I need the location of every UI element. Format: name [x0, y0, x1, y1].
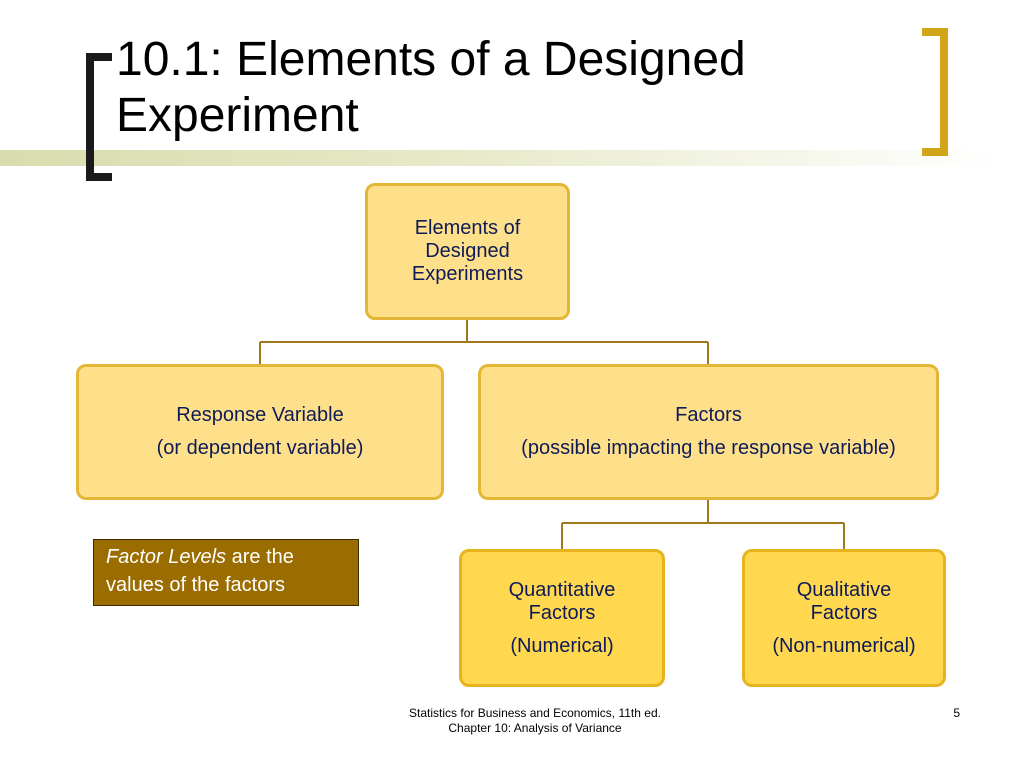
quantitative-line-1: Quantitative [508, 578, 616, 601]
response-sub: (or dependent variable) [156, 437, 364, 459]
qualitative-line-1: Qualitative [796, 578, 892, 601]
node-factors: Factors (possible impacting the response… [478, 364, 939, 500]
factor-levels-note: Factor Levels are the values of the fact… [93, 539, 359, 606]
right-bracket-decor [922, 28, 948, 156]
slide-title: 10.1: Elements of a Designed Experiment [116, 32, 906, 144]
title-decor-band [0, 150, 1000, 166]
slide-footer: Statistics for Business and Economics, 1… [330, 706, 740, 736]
note-text: are the values of the factors [106, 546, 294, 596]
qualitative-sub: (Non-numerical) [772, 634, 916, 657]
factors-main: Factors [675, 404, 742, 426]
node-elements-of-designed-experiments: Elements of Designed Experiments [365, 183, 570, 320]
footer-line-1: Statistics for Business and Economics, 1… [409, 706, 661, 720]
root-line-3: Experiments [411, 263, 524, 285]
title-line-1: 10.1: Elements of a Designed [116, 33, 746, 86]
factors-sub: (possible impacting the response variabl… [521, 437, 896, 459]
title-line-2: Experiment [116, 89, 359, 142]
quantitative-line-2: Factors [528, 601, 596, 624]
node-qualitative-factors: Qualitative Factors (Non-numerical) [742, 549, 946, 687]
page-number: 5 [953, 706, 960, 720]
footer-line-2: Chapter 10: Analysis of Variance [448, 721, 622, 735]
response-main: Response Variable [176, 404, 344, 426]
node-response-variable: Response Variable (or dependent variable… [76, 364, 444, 500]
root-line-2: Designed [425, 240, 510, 262]
left-bracket-decor [86, 53, 112, 181]
qualitative-line-2: Factors [810, 601, 878, 624]
root-line-1: Elements of [414, 217, 521, 239]
note-emphasis: Factor Levels [106, 546, 227, 568]
node-quantitative-factors: Quantitative Factors (Numerical) [459, 549, 665, 687]
quantitative-sub: (Numerical) [510, 634, 614, 657]
